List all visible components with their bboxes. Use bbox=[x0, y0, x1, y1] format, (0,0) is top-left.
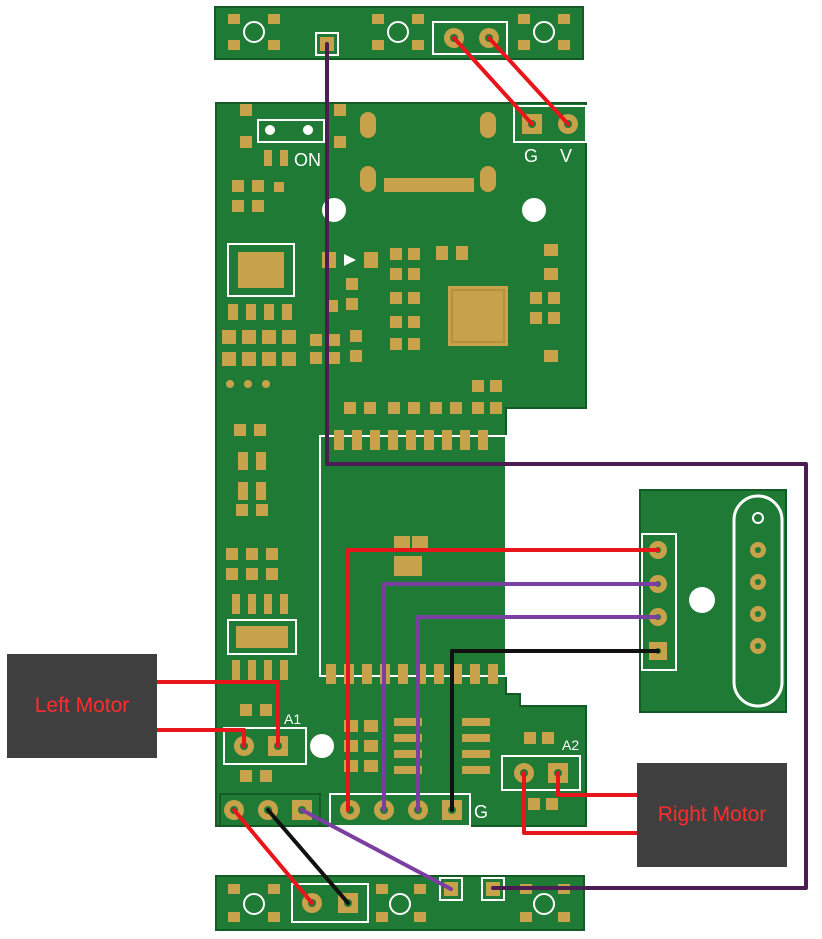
wire-sensor-signal-1 bbox=[382, 582, 660, 812]
wire-left-motor-2 bbox=[155, 728, 246, 748]
power-v-label: V bbox=[560, 146, 572, 166]
wire-bottom-led-v bbox=[232, 808, 314, 905]
wire-right-motor-1 bbox=[556, 771, 639, 797]
led-top-1 bbox=[228, 14, 280, 50]
left-motor-label: Left Motor bbox=[34, 694, 130, 717]
right-motor-label: Right Motor bbox=[657, 803, 767, 826]
left-motor-label-box: Left Motor bbox=[7, 654, 157, 758]
wire-led-data-loop bbox=[325, 42, 808, 890]
top-led-board bbox=[214, 6, 584, 60]
wire-bottom-led-data bbox=[300, 808, 453, 891]
wire-left-motor-1 bbox=[155, 680, 280, 748]
led-top-3 bbox=[518, 14, 570, 50]
wire-sensor-vcc bbox=[346, 548, 660, 812]
switch-on-label: ON bbox=[294, 150, 321, 170]
wire-bottom-led-g bbox=[266, 808, 350, 905]
wire-sensor-signal-2 bbox=[416, 615, 660, 812]
power-g-label: G bbox=[524, 146, 538, 166]
wire-top-v bbox=[487, 36, 570, 126]
connector-a1-label: A1 bbox=[284, 711, 301, 727]
sensor-board bbox=[639, 489, 787, 713]
wire-top-g bbox=[452, 36, 534, 126]
right-motor-label-box: Right Motor bbox=[637, 763, 787, 867]
led-top-2 bbox=[372, 14, 424, 50]
wire-right-motor-2 bbox=[522, 771, 639, 835]
header-g-label: G bbox=[474, 802, 488, 822]
wire-sensor-gnd bbox=[450, 649, 660, 812]
connector-a2-label: A2 bbox=[562, 737, 579, 753]
bottom-led-board bbox=[215, 875, 585, 931]
